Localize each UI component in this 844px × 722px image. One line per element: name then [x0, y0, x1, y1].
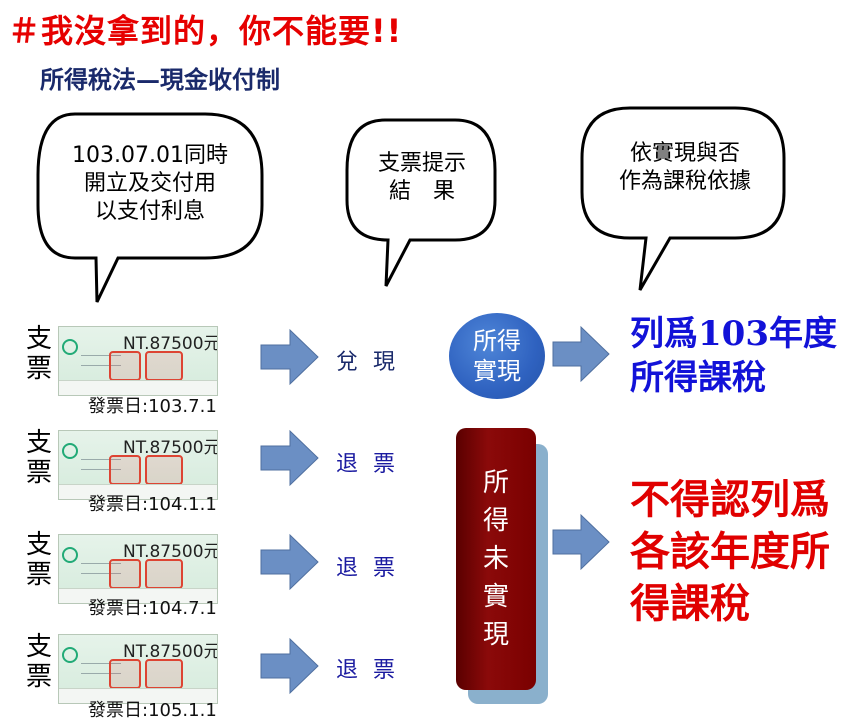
seal-stamp-icon	[145, 351, 183, 381]
bubble-line: 作為課稅依據	[618, 169, 751, 194]
page-subtitle: 所得稅法—現金收付制	[40, 65, 280, 94]
arrow-right-icon	[260, 637, 319, 695]
seal-stamp-icon	[109, 559, 141, 589]
speech-bubble-1	[36, 112, 264, 303]
speech-bubble-2	[345, 118, 497, 287]
issue-date: 發票日:104.7.1	[88, 598, 217, 619]
bubble-line: 開立及交付用	[83, 171, 216, 196]
cheque-image: NT.87500元	[58, 430, 218, 500]
cheque-result: 兌 現	[336, 350, 399, 375]
cheque-label: 支票	[25, 632, 52, 692]
arrow-right-icon	[552, 325, 610, 383]
seal-stamp-icon	[145, 559, 183, 589]
cheque-label: 支票	[25, 324, 52, 384]
seal-stamp-icon	[109, 351, 141, 381]
arrow-right-icon	[552, 513, 610, 571]
cheque-label: 支票	[25, 428, 52, 488]
speech-bubble-3	[580, 106, 786, 291]
cheque-image: NT.87500元	[58, 634, 218, 704]
cheque-label: 支票	[25, 530, 52, 590]
cheque-amount: NT.87500元	[123, 334, 218, 354]
arrow-right-icon	[260, 328, 319, 386]
speech-bubble-3-text: 依實現與否 作為課稅依據	[590, 140, 780, 196]
cheque-result: 退 票	[336, 658, 399, 683]
cheque-amount: NT.87500元	[123, 542, 218, 562]
issue-date: 發票日:104.1.1	[88, 494, 217, 515]
bubble-line: 結 果	[388, 179, 455, 204]
seal-stamp-icon	[109, 455, 141, 485]
cheque-image: NT.87500元	[58, 534, 218, 604]
bubble-line: 103.07.01同時	[72, 143, 228, 168]
cheque-result: 退 票	[336, 452, 399, 477]
issue-date: 發票日:103.7.1	[88, 396, 217, 417]
arrow-right-icon	[260, 429, 319, 487]
bubble-line: 以支付利息	[94, 199, 205, 224]
bubble-line: 支票提示	[377, 151, 466, 176]
bank-logo-icon	[62, 339, 78, 355]
bubble-line: 依實現與否	[629, 141, 740, 166]
income-realized-badge: 所得 實現	[449, 313, 545, 399]
outcome-unrealized: 不得認列爲 各該年度所 得課稅	[630, 476, 830, 627]
bank-logo-icon	[62, 647, 78, 663]
speech-bubble-1-text: 103.07.01同時 開立及交付用 以支付利息	[50, 142, 250, 226]
seal-stamp-icon	[145, 455, 183, 485]
seal-stamp-icon	[109, 659, 141, 689]
bank-logo-icon	[62, 547, 78, 563]
cheque-amount: NT.87500元	[123, 642, 218, 662]
page-title: ＃我沒拿到的，你不能要!!	[8, 12, 403, 50]
cheque-amount: NT.87500元	[123, 438, 218, 458]
outcome-realized: 列爲103年度 所得課稅	[630, 314, 837, 398]
arrow-right-icon	[260, 533, 319, 591]
seal-stamp-icon	[145, 659, 183, 689]
cheque-result: 退 票	[336, 556, 399, 581]
issue-date: 發票日:105.1.1	[88, 700, 217, 721]
bank-logo-icon	[62, 443, 78, 459]
cheque-image: NT.87500元	[58, 326, 218, 396]
income-unrealized-box: 所 得 未 實 現	[456, 428, 536, 690]
speech-bubble-2-text: 支票提示 結 果	[352, 150, 492, 206]
